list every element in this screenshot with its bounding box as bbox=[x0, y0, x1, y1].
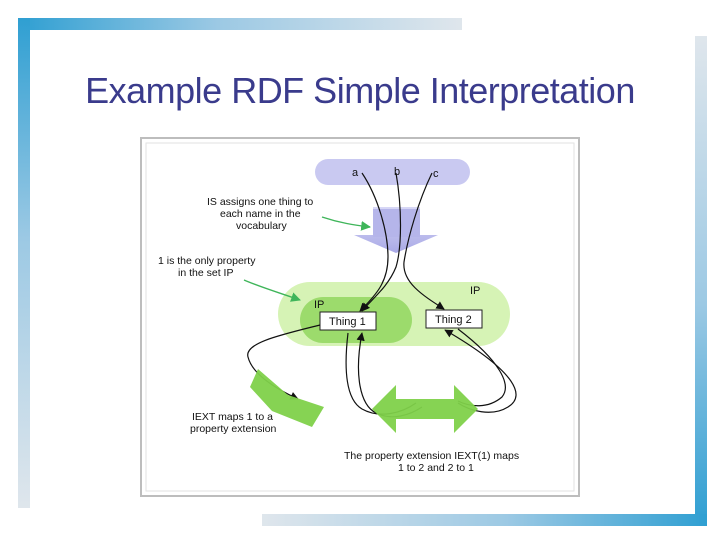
rdf-diagram: a b c IP IP Thing 1 Thing 2 IS assigns o… bbox=[140, 137, 580, 497]
annotation-is-line-2: each name in the bbox=[220, 208, 301, 220]
pointer-property bbox=[243, 279, 301, 302]
vocab-name-b: b bbox=[394, 166, 400, 178]
ip-outer-label: IP bbox=[470, 285, 480, 297]
rdf-diagram-figure: a b c IP IP Thing 1 Thing 2 IS assigns o… bbox=[140, 137, 580, 497]
vocab-name-a: a bbox=[352, 167, 359, 179]
annotation-iext-line-2: property extension bbox=[190, 423, 277, 435]
annotation-property: 1 is the only property in the set IP bbox=[158, 255, 256, 279]
thing1-box bbox=[319, 311, 377, 331]
annotation-extension: The property extension IEXT(1) maps 1 to… bbox=[344, 450, 519, 474]
frame-right-bar bbox=[695, 36, 707, 524]
ip-inner-label: IP bbox=[314, 299, 324, 311]
mapping-line-a bbox=[359, 172, 389, 312]
pointer-is bbox=[321, 216, 371, 231]
annotation-iext-line-1: IEXT maps 1 to a bbox=[192, 411, 273, 423]
thing1-label: Thing 1 bbox=[329, 316, 366, 328]
annotation-property-line-2: in the set IP bbox=[178, 267, 233, 279]
vocab-name-c: c bbox=[433, 168, 439, 180]
iext-green-arrow bbox=[250, 369, 324, 427]
slide-title: Example RDF Simple Interpretation bbox=[85, 70, 635, 111]
annotation-property-line-1: 1 is the only property bbox=[158, 255, 256, 267]
annotation-extension-line-1: The property extension IEXT(1) maps bbox=[344, 450, 519, 462]
annotation-extension-line-2: 1 to 2 and 2 to 1 bbox=[398, 462, 474, 474]
frame-bottom-bar bbox=[262, 514, 707, 526]
thing2-box bbox=[425, 309, 483, 329]
extension-double-arrow bbox=[372, 385, 478, 433]
mapping-line-c bbox=[403, 172, 445, 310]
frame-top-bar bbox=[18, 18, 462, 30]
frame-left-bar bbox=[18, 18, 30, 508]
annotation-iext: IEXT maps 1 to a property extension bbox=[190, 411, 277, 435]
thing2-label: Thing 2 bbox=[435, 314, 472, 326]
annotation-is-line-3: vocabulary bbox=[236, 220, 288, 232]
annotation-is-line-1: IS assigns one thing to bbox=[207, 196, 313, 208]
vocabulary-pill bbox=[315, 159, 470, 185]
mapping-line-b bbox=[361, 172, 402, 312]
figure-inner-border bbox=[145, 142, 575, 492]
annotation-is: IS assigns one thing to each name in the… bbox=[207, 196, 313, 232]
